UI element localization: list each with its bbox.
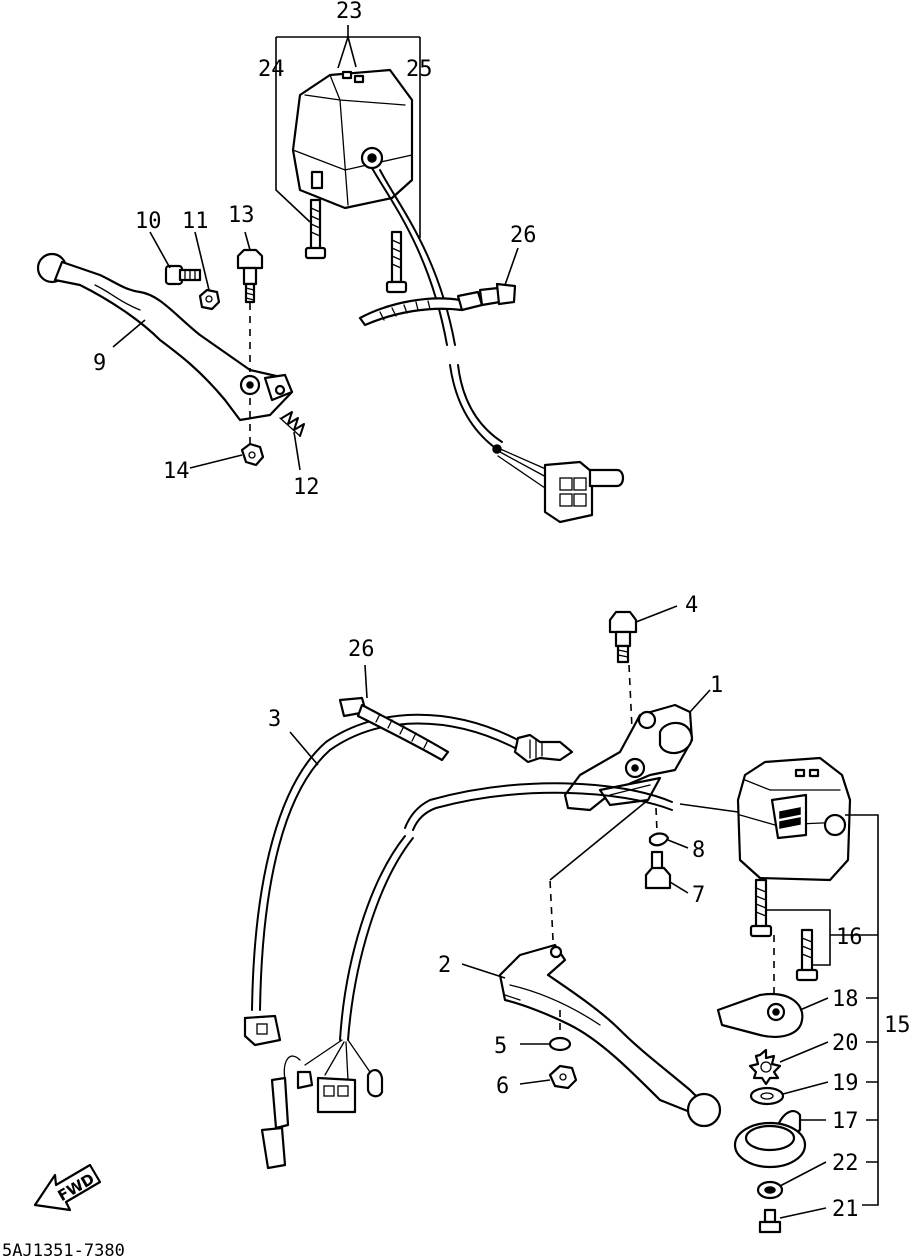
callout-4: 4 [685,593,698,618]
cover-base [733,1121,807,1169]
callout-24: 24 [258,57,285,82]
callout-7: 7 [692,883,705,908]
bolt-10 [164,264,202,286]
callout-21: 21 [832,1197,859,1222]
clutch-lever [36,252,294,422]
bolt-4 [608,610,638,664]
brake-hose [243,713,574,1047]
screw-25 [385,230,408,294]
nut-11 [198,288,221,311]
callout-10: 10 [135,209,162,234]
callout-8: 8 [692,838,705,863]
callout-25: 25 [406,57,433,82]
drawing-code: 5AJ1351-7380 [2,1241,125,1260]
pivot-bolt-13 [236,248,264,304]
callout-2: 2 [438,953,451,978]
left-switch-harness [371,167,625,524]
spring-12 [279,411,305,437]
washer-22 [756,1180,784,1200]
callout-3: 3 [268,707,281,732]
callout-labels: 23 24 25 10 11 13 26 9 14 12 4 26 1 3 8 … [93,0,911,1222]
callout-13: 13 [228,203,255,228]
callout-20: 20 [832,1031,859,1056]
washer-5 [548,1036,572,1052]
callout-12: 12 [293,475,320,500]
callout-19: 19 [832,1071,859,1096]
callout-11: 11 [182,209,209,234]
circlip-8 [648,832,670,847]
washer-19 [749,1086,785,1106]
left-handlebar-switch [291,68,414,210]
brake-master-cylinder [563,703,694,812]
callout-16: 16 [836,925,863,950]
callout-22: 22 [832,1151,859,1176]
callout-26-bottom: 26 [348,637,375,662]
brake-lever [498,943,722,1128]
cable-tie-top [358,282,517,327]
right-switch-harness [260,782,673,1170]
callout-15: 15 [884,1013,911,1038]
screws-16 [749,878,819,982]
callout-26-top: 26 [510,223,537,248]
nut-14 [240,442,265,467]
callout-9: 9 [93,351,106,376]
nut-6 [548,1064,578,1090]
callout-5: 5 [494,1034,507,1059]
bolt-7 [644,850,672,890]
cable-tie-bottom [338,696,450,762]
callout-6: 6 [496,1074,509,1099]
right-handlebar-switch [679,756,852,882]
gear-washer-20 [748,1048,782,1086]
callout-18: 18 [832,987,859,1012]
screw-24 [304,198,327,260]
callout-17: 17 [832,1109,859,1134]
throttle-housing-18 [716,992,804,1038]
callout-1: 1 [710,673,723,698]
callout-23: 23 [336,0,363,24]
screw-21 [758,1208,782,1234]
forward-direction-arrow: FWD [33,1163,102,1212]
callout-14: 14 [163,459,190,484]
